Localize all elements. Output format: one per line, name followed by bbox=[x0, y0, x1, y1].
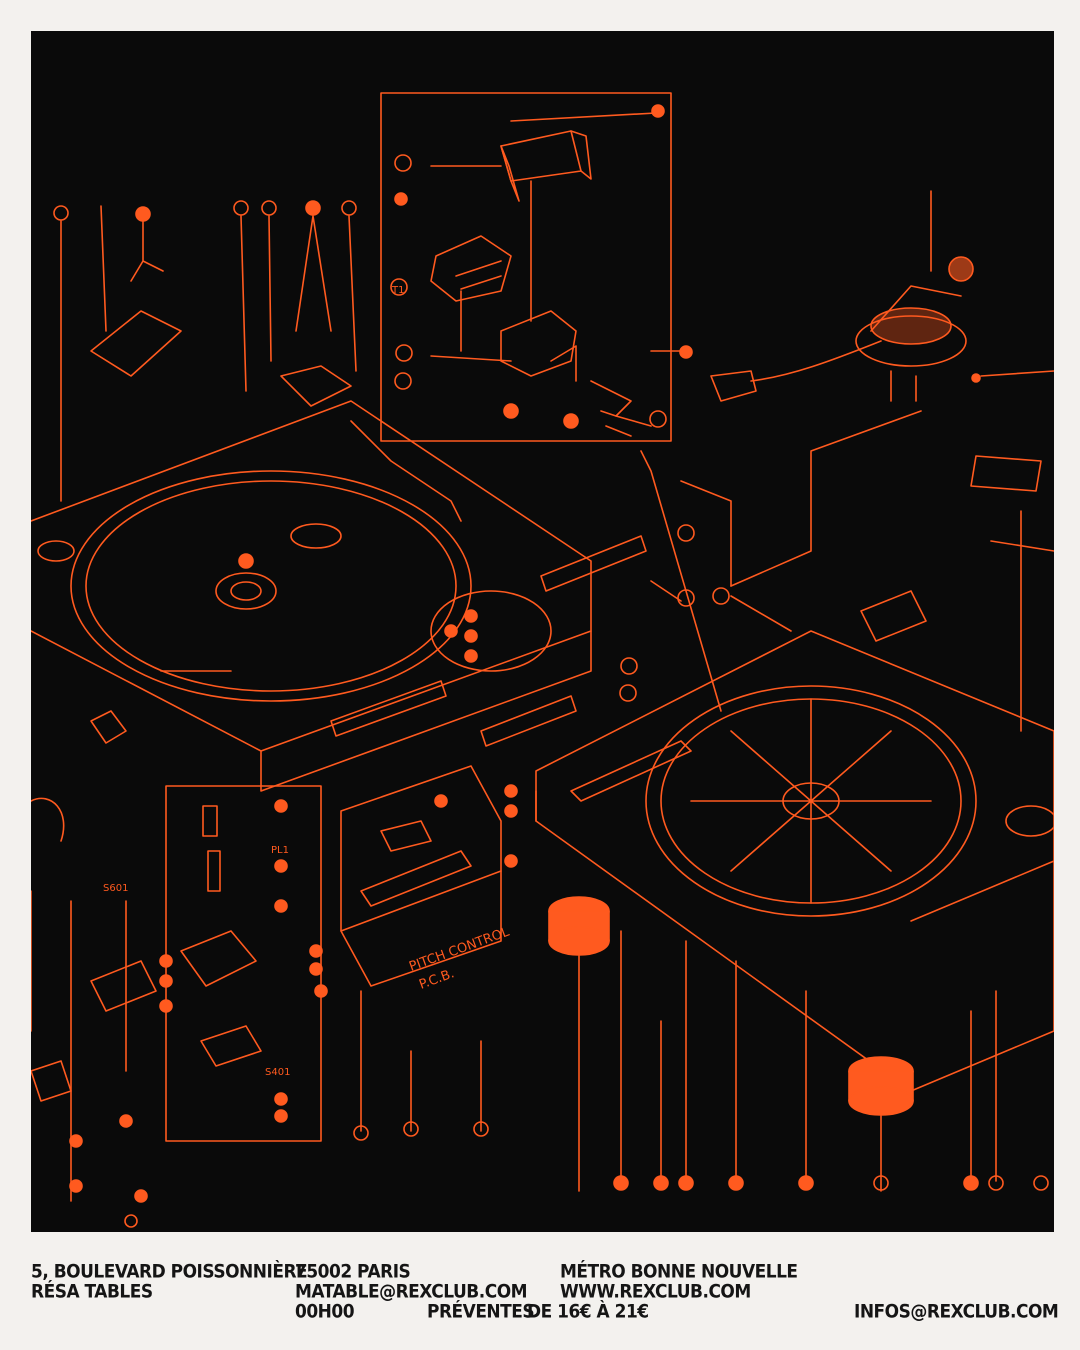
tonearm bbox=[710, 190, 1054, 492]
exploded-turntable-diagram: T1 bbox=[31, 31, 1054, 1232]
pitch-control-pcb bbox=[340, 765, 502, 987]
zip-city: 75002 PARIS bbox=[295, 1260, 411, 1284]
callout-s601: S601 bbox=[103, 883, 128, 894]
top-left-parts bbox=[53, 200, 462, 522]
website-link[interactable]: WWW.REXCLUB.COM bbox=[560, 1280, 751, 1304]
left-turntable bbox=[31, 400, 647, 792]
lower-left-parts bbox=[31, 797, 157, 1228]
bottom-callouts bbox=[309, 784, 1049, 1191]
callout-pl1: PL1 bbox=[271, 845, 289, 856]
resa-tables-label: RÉSA TABLES bbox=[31, 1280, 153, 1304]
callout-s401: S401 bbox=[265, 1067, 290, 1078]
misc-leaders bbox=[619, 410, 1054, 732]
metro-station: MÉTRO BONNE NOUVELLE bbox=[560, 1260, 798, 1284]
callout-t1: T1 bbox=[391, 285, 404, 296]
diagram-svg: T1 bbox=[31, 92, 1054, 1228]
inset-box bbox=[380, 92, 687, 442]
pitch-control-label: PITCH CONTROL bbox=[407, 924, 512, 974]
price-range: DE 16€ À 21€ bbox=[527, 1300, 649, 1324]
address-line: 5, BOULEVARD POISSONNIÈRE bbox=[31, 1260, 308, 1284]
switch-inset-box bbox=[159, 785, 322, 1142]
motor-pulleys bbox=[548, 896, 914, 1192]
right-turntable bbox=[535, 450, 1054, 1092]
inset-callouts bbox=[390, 104, 693, 429]
reservation-email-link[interactable]: MATABLE@REXCLUB.COM bbox=[295, 1280, 528, 1304]
time-label: 00H00 bbox=[295, 1300, 355, 1324]
info-email-link[interactable]: INFOS@REXCLUB.COM bbox=[854, 1300, 1059, 1324]
preventes-label: PRÉVENTES bbox=[427, 1300, 535, 1324]
